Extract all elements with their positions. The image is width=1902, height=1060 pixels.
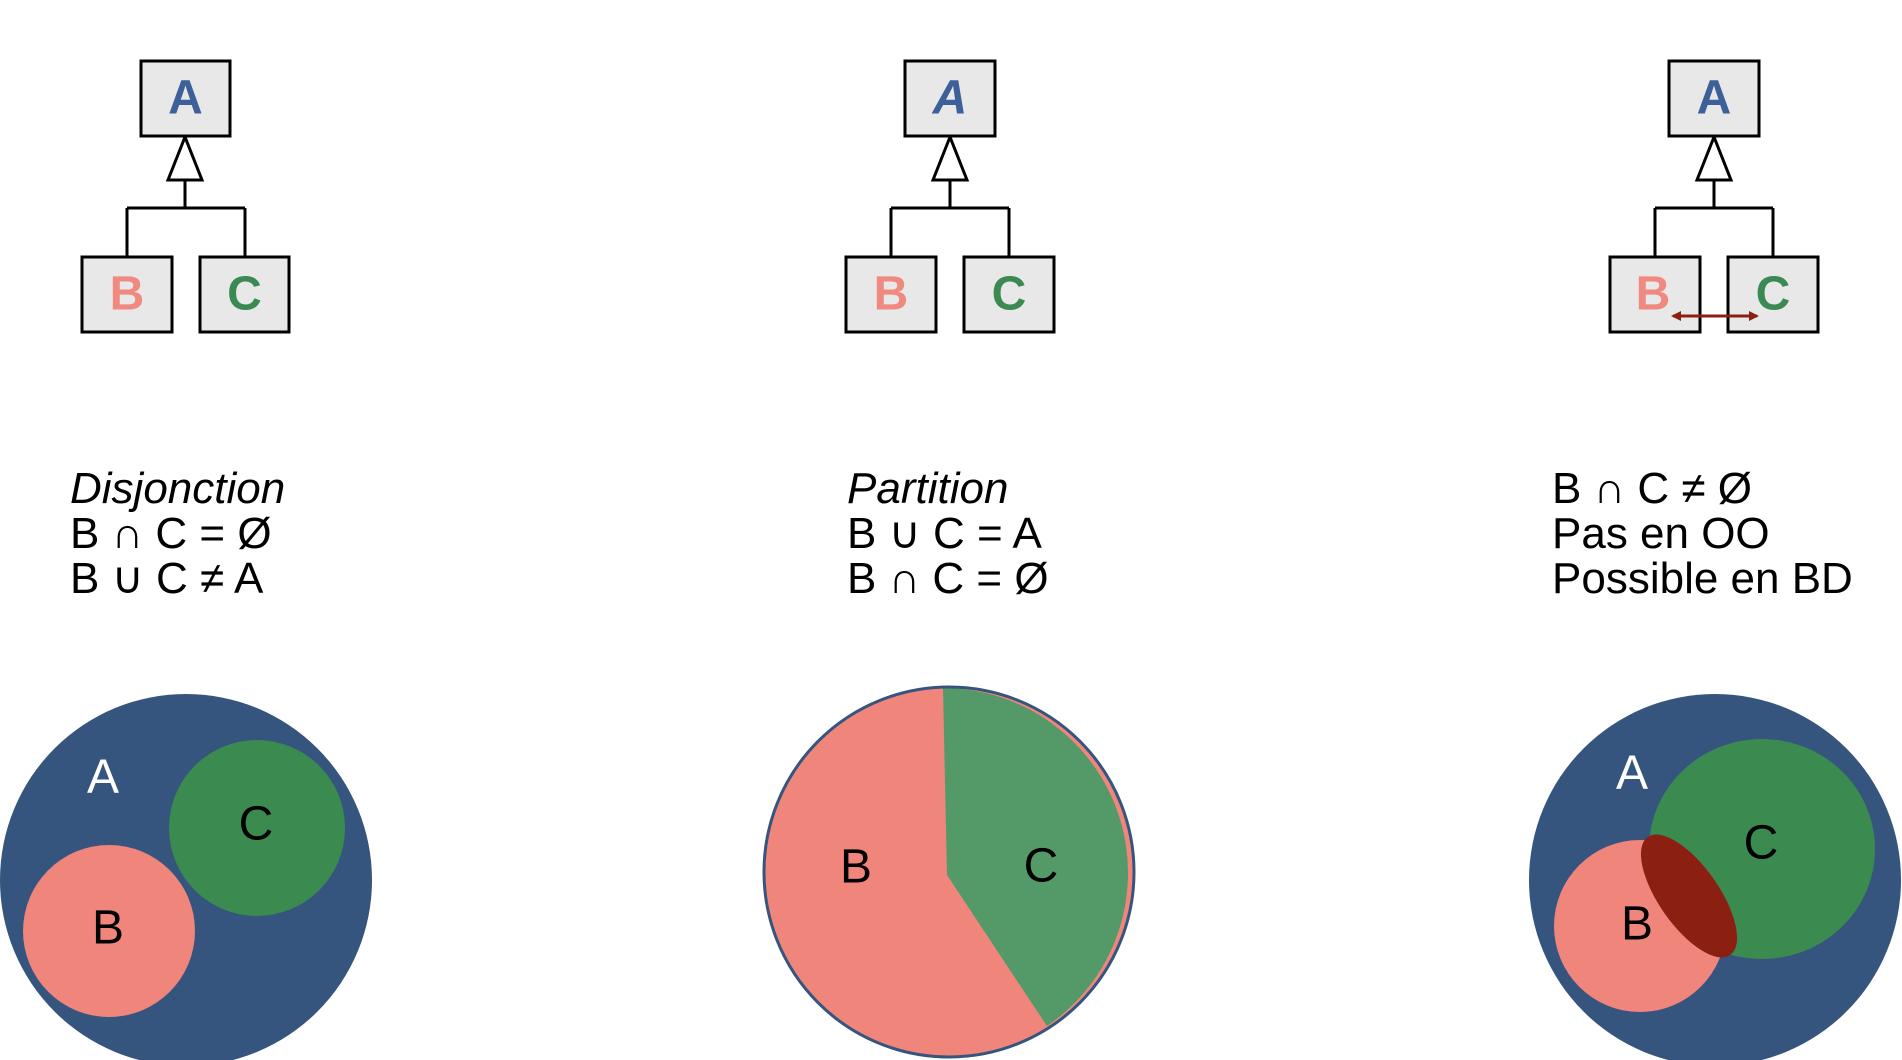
- caption-partition: Partition B ∪ C = A B ∩ C = Ø: [847, 466, 1049, 601]
- caption-line: B ∩ C ≠ Ø: [1552, 464, 1753, 513]
- class-label-a: A: [1697, 72, 1732, 125]
- class-box-c: [198, 255, 291, 334]
- venn-label-c: C: [1024, 840, 1059, 893]
- class-label-c: C: [1756, 268, 1791, 321]
- class-label-b: B: [1636, 268, 1671, 321]
- caption-line: B ∩ C = Ø: [847, 554, 1049, 603]
- hierarchy-disjonction: A B C: [80, 59, 291, 334]
- venn-set-b: [23, 845, 195, 1017]
- class-box-a: [903, 59, 997, 138]
- class-label-c: C: [227, 268, 262, 321]
- venn-outline: [762, 685, 1136, 1059]
- venn-overlap: A C B: [1529, 694, 1901, 1060]
- inheritance-triangle-icon: [165, 132, 205, 182]
- caption-line: Pas en OO: [1552, 509, 1770, 558]
- inheritance-triangle-icon: [930, 132, 970, 182]
- caption-title: Partition: [847, 464, 1009, 513]
- venn-label-a: A: [1616, 747, 1648, 800]
- venn-label-c: C: [1744, 817, 1779, 870]
- venn-set-c: [943, 688, 1129, 1026]
- venn-disjonction: A C B: [0, 694, 372, 1060]
- caption-line: Possible en BD: [1552, 554, 1853, 603]
- class-label-b: B: [110, 268, 145, 321]
- caption-line: B ∪ C = A: [847, 509, 1042, 558]
- venn-partition: B C: [762, 685, 1136, 1059]
- panel-partition: A B C B C: [762, 59, 1136, 1059]
- hierarchy-partition: A B C: [844, 59, 1056, 334]
- class-label-a: A: [932, 72, 968, 125]
- class-box-c: [1726, 255, 1820, 334]
- venn-overlap-region: [1640, 834, 1738, 958]
- class-label-b: B: [874, 268, 909, 321]
- panel-overlap: A B C A C B: [1529, 59, 1901, 1060]
- class-box-a: [1667, 59, 1761, 138]
- venn-label-b: B: [92, 902, 124, 955]
- caption-title: Disjonction: [70, 464, 286, 513]
- caption-disjonction: Disjonction B ∩ C = Ø B ∪ C ≠ A: [70, 466, 285, 601]
- venn-label-c: C: [239, 798, 274, 851]
- caption-line: B ∩ C = Ø: [70, 509, 272, 558]
- hierarchy-overlap: A B C: [1608, 59, 1820, 334]
- class-label-a: A: [168, 72, 203, 125]
- class-box-a: [139, 59, 232, 138]
- class-label-c: C: [992, 268, 1027, 321]
- class-box-c: [962, 255, 1056, 334]
- class-box-b: [844, 255, 938, 334]
- venn-set-c: [169, 740, 345, 916]
- venn-label-a: A: [87, 751, 119, 804]
- inheritance-triangle-icon: [1694, 132, 1734, 182]
- venn-label-b: B: [840, 841, 872, 894]
- caption-line: B ∪ C ≠ A: [70, 554, 264, 603]
- venn-label-b: B: [1621, 898, 1653, 951]
- class-box-b: [80, 255, 174, 334]
- panel-disjonction: A B C A C B: [0, 59, 372, 1060]
- caption-overlap: B ∩ C ≠ Ø Pas en OO Possible en BD: [1552, 466, 1853, 601]
